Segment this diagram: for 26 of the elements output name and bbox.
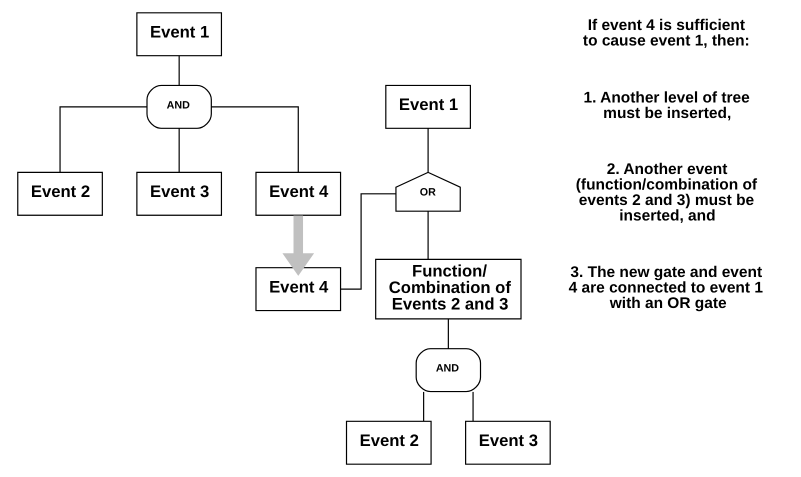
connector (447, 319, 448, 349)
node-box: Event 3 (136, 172, 222, 216)
label: If event 4 is sufficient to cause event 1, then: (582, 16, 750, 50)
node-box: Function/ Combination of Events 2 and 3 (374, 258, 522, 320)
node-box: Event 1 (384, 84, 470, 129)
label: 1. Another level of tree must be inserted, (583, 90, 750, 122)
label: 3. The new gate and event 4 are connected to event 1 with an OR gate (568, 264, 762, 312)
node-box: Event 4 (254, 267, 341, 312)
connector (178, 128, 180, 172)
connector (210, 106, 298, 172)
connector (422, 392, 424, 421)
connector (427, 211, 428, 260)
node-box: Event 3 (464, 420, 550, 465)
node-box: Event 2 (16, 172, 102, 216)
connector (427, 128, 428, 172)
node-box: AND (146, 84, 212, 129)
connector (58, 106, 146, 172)
connector (178, 56, 180, 86)
node-box: Event 2 (345, 420, 432, 465)
label: 2. Another event (function/combination of events 2 and 3) must be inserted, and (575, 161, 757, 225)
connector (472, 392, 474, 421)
connector (340, 193, 396, 290)
node-box: AND (415, 348, 481, 392)
arrow (282, 215, 314, 276)
node-box: Event 1 (136, 12, 222, 56)
node-box: Event 4 (254, 172, 341, 216)
